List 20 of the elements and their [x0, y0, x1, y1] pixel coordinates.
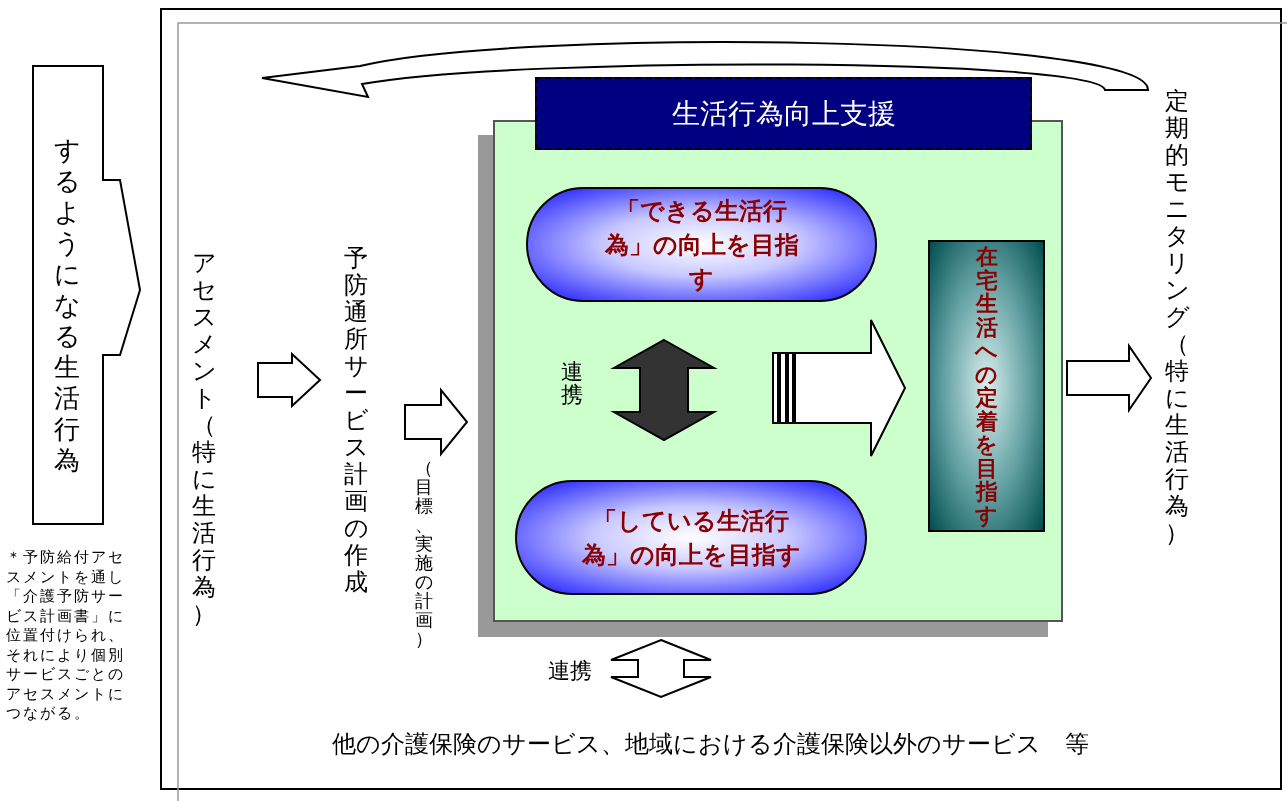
services-text: 他の介護保険のサービス、地域における介護保険以外のサービス 等 [260, 728, 1160, 764]
edge-label: （目標、実施の計画） [414, 458, 434, 648]
goal-box: 在宅生活への定着を目指す [928, 240, 1045, 532]
step-text: 予防通所サービス計画の作成 [342, 245, 370, 615]
block-arrow [1066, 342, 1153, 414]
callout-arrow: するようになる生活行為 [32, 65, 142, 525]
header-band: 生活行為向上支援 [535, 77, 1032, 150]
curved-return-arrow [261, 41, 1149, 98]
step-text: 定期的モニタリング（特に生活行為） [1163, 88, 1191, 558]
block-arrow [257, 351, 322, 409]
step-text: アセスメント（特に生活行為） [190, 250, 218, 640]
double-block-arrow [610, 638, 712, 699]
note-text: ＊予防給付アセスメントを通し「介護予防サービス計画書」に位置付けられ、それにより個別サービスごとのアセスメントにつながる。 [6, 548, 126, 724]
edge-label: 連携 [560, 360, 584, 406]
block-arrow [772, 319, 907, 457]
block-arrow [404, 387, 469, 457]
double-block-arrow [610, 338, 718, 442]
edge-label: 連携 [548, 657, 592, 685]
goal-pill: 「している生活行為」の向上を目指す [515, 480, 867, 595]
goal-pill: 「できる生活行為」の向上を目指す [526, 187, 877, 302]
